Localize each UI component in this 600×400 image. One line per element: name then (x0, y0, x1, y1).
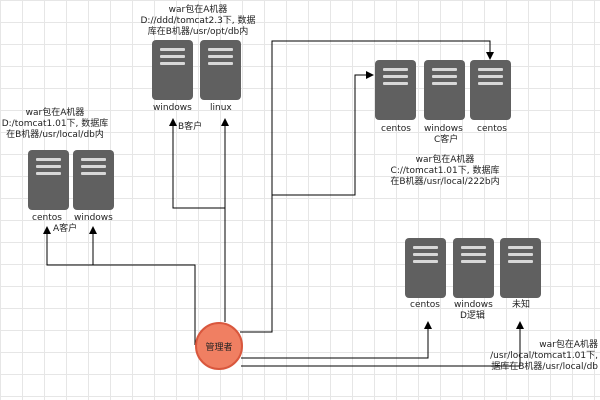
server-a-centos (28, 150, 69, 210)
note-c-line2: C://tomcat1.01下, 数据库 (390, 166, 500, 176)
server-d-unknown-label: 未知 (512, 300, 531, 310)
arrow-admin-to-b-windows (169, 118, 226, 322)
server-d-centos (405, 238, 446, 298)
arrow-admin-to-c-centos (272, 71, 374, 196)
note-a-line3: 在B机器/usr/local/db内 (6, 130, 104, 140)
server-c-centos-2-label: centos (477, 124, 507, 134)
note-b: war包在A机器 D://ddd/tomcat2.3下, 数据 库在B机器/us… (118, 5, 278, 38)
server-c-windows (424, 60, 465, 120)
server-b-linux-label: linux (210, 103, 232, 113)
server-b-windows-label: windows (153, 103, 192, 113)
note-c-line1: war包在A机器 (415, 155, 475, 165)
group-d-title: D逻辑 (460, 311, 485, 321)
server-c-centos-2 (470, 60, 511, 120)
server-a-windows (73, 150, 114, 210)
admin-label: 管理者 (205, 342, 233, 353)
note-a: war包在A机器 D:/tomcat1.01下, 数据库 在B机器/usr/lo… (0, 108, 110, 141)
server-b-linux (200, 40, 241, 100)
admin-node: 管理者 (195, 322, 243, 370)
server-d-windows (453, 238, 494, 298)
server-a-windows-label: windows (74, 213, 113, 223)
note-b-line2: D://ddd/tomcat2.3下, 数据 (140, 16, 256, 26)
arrow-admin-to-d-unknown (241, 321, 524, 367)
group-a-title: A客户 (53, 224, 78, 234)
server-d-centos-label: centos (410, 300, 440, 310)
server-b-windows (152, 40, 193, 100)
group-b-title: B客户 (178, 122, 203, 132)
note-c: war包在A机器 C://tomcat1.01下, 数据库 在B机器/usr/l… (370, 155, 520, 188)
arrow-admin-to-d-centos (241, 321, 432, 359)
note-d-line1: war包在A机器 (539, 340, 598, 350)
server-d-unknown (500, 238, 541, 298)
arrow-admin-to-c (240, 40, 494, 333)
server-c-centos-1 (375, 60, 416, 120)
group-c-title: C客户 (434, 135, 459, 145)
note-b-line1: war包在A机器 (168, 5, 228, 15)
note-a-line2: D:/tomcat1.01下, 数据库 (1, 119, 109, 129)
server-c-centos-1-label: centos (381, 124, 411, 134)
note-a-line1: war包在A机器 (25, 108, 85, 118)
note-d-line2: /usr/local/tomcat1.01下, (490, 351, 598, 361)
server-d-windows-label: windows (454, 300, 493, 310)
server-a-centos-label: centos (32, 213, 62, 223)
arrow-admin-to-a-centos (43, 226, 196, 345)
note-b-line3: 库在B机器/usr/opt/db内 (147, 27, 249, 37)
server-c-windows-label: windows (424, 124, 463, 134)
note-d: war包在A机器 /usr/local/tomcat1.01下, 据库在B机器/… (488, 340, 598, 373)
note-c-line3: 在B机器/usr/local/222b内 (390, 177, 500, 187)
note-d-line3: 据库在B机器/usr/local/db (491, 362, 598, 372)
